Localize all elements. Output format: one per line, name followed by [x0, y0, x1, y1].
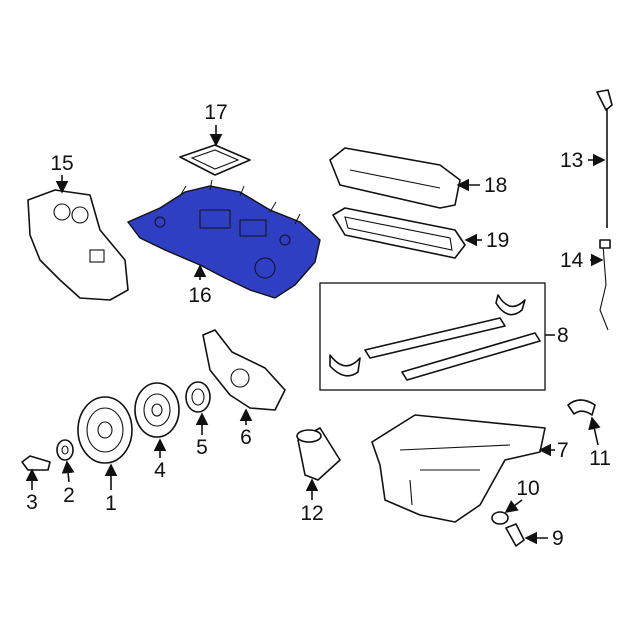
- part-6-front-cover[interactable]: [202, 329, 286, 411]
- part-15-bracket[interactable]: [27, 189, 129, 301]
- callout-8: 8: [557, 324, 569, 347]
- callout-19: 19: [486, 229, 509, 252]
- part-4-pulley[interactable]: [134, 382, 180, 438]
- part-7-oil-pan[interactable]: [371, 414, 546, 523]
- part-11-seal[interactable]: [567, 399, 596, 416]
- part-5-seal[interactable]: [185, 381, 211, 413]
- part-9-drain-plug[interactable]: [505, 523, 525, 547]
- callout-3: 3: [26, 491, 38, 514]
- callout-14: 14: [560, 249, 584, 272]
- callout-10: 10: [516, 477, 539, 500]
- callout-13: 13: [560, 149, 583, 172]
- part-19-gasket[interactable]: [332, 207, 466, 259]
- part-14-dipstick-tube[interactable]: [599, 239, 611, 331]
- part-8-oil-pan-gasket-set[interactable]: [319, 282, 546, 391]
- callout-17: 17: [204, 101, 227, 124]
- callout-18: 18: [484, 174, 507, 197]
- part-16-intake-manifold[interactable]: [126, 179, 321, 299]
- part-10-washer[interactable]: [491, 511, 509, 525]
- part-12-oil-filter[interactable]: [296, 427, 341, 481]
- callout-16: 16: [188, 284, 211, 307]
- callout-4: 4: [154, 459, 166, 482]
- callout-2: 2: [63, 484, 75, 507]
- callout-15: 15: [50, 152, 73, 175]
- callout-6: 6: [240, 426, 252, 449]
- callout-7: 7: [557, 439, 569, 462]
- part-1-damper[interactable]: [77, 396, 133, 464]
- part-3-bolt[interactable]: [21, 455, 51, 471]
- callout-9: 9: [552, 527, 564, 550]
- callout-5: 5: [196, 436, 208, 459]
- part-2-washer[interactable]: [56, 439, 74, 461]
- callout-1: 1: [105, 492, 117, 515]
- part-18-valve-cover[interactable]: [329, 147, 461, 209]
- callout-arrows: [25, 125, 606, 545]
- part-17-gasket[interactable]: [179, 144, 251, 176]
- part-13-dipstick[interactable]: [596, 89, 613, 228]
- callout-12: 12: [300, 502, 323, 525]
- callout-11: 11: [589, 447, 611, 470]
